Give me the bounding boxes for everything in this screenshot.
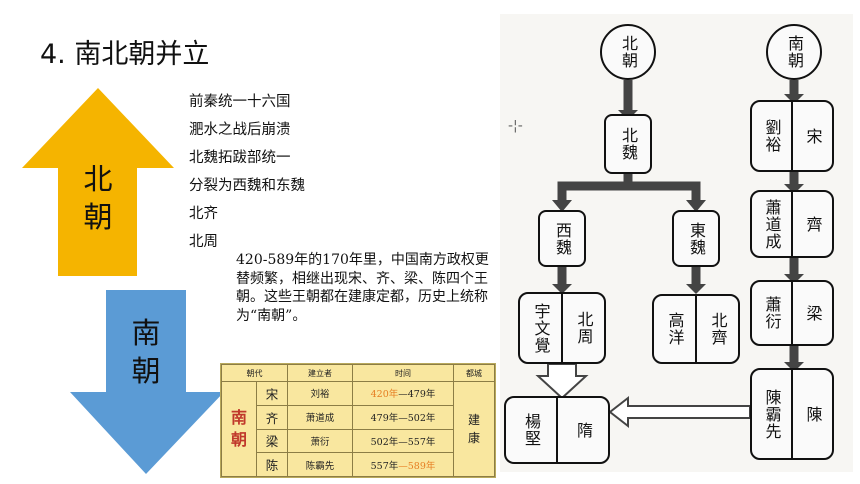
north-event: 北魏拓跋部统一 — [189, 150, 291, 166]
north-events-list: 前秦统一十六国 淝水之战后崩溃 北魏拓跋部统一 分裂为西魏和东魏 北齐 北周 — [189, 88, 305, 256]
dynasty-label: 宋 — [803, 127, 823, 145]
beiwei-label: 北魏 — [619, 127, 638, 161]
table-row: 梁 萧衍 502年—557年 — [222, 428, 495, 454]
beizhou-label: 北周 — [574, 311, 594, 345]
qi-node: 蕭道成 齊 — [750, 190, 834, 258]
dynasty-cell: 宋 — [256, 381, 288, 406]
group-label-cell: 南 朝 — [221, 381, 257, 477]
header-founder: 建立者 — [287, 364, 353, 382]
founder-cell: 陈霸先 — [287, 452, 353, 477]
time-end: —479年 — [398, 389, 436, 401]
founder-cell: 萧衍 — [287, 428, 353, 454]
table-header-row: 朝代 建立者 时间 都城 — [221, 364, 495, 382]
dynasty-label: 齊 — [803, 215, 823, 233]
sui-label: 隋 — [574, 421, 593, 439]
beiqi-node: 高洋 北齊 — [652, 294, 740, 364]
south-label-char: 南 — [131, 316, 161, 350]
founder-cell: 刘裕 — [287, 381, 353, 406]
yuwenjue-label: 宇文覺 — [531, 302, 551, 354]
table-row: 南 朝 宋 刘裕 420年—479年 建 康 — [221, 381, 495, 477]
xiwei-node: 西魏 — [538, 210, 586, 267]
founder-label: 劉裕 — [762, 119, 782, 153]
xiwei-label: 西魏 — [553, 221, 572, 256]
group-label-char: 南 — [230, 408, 247, 427]
table-row: 齐 萧道成 479年—502年 — [222, 404, 495, 430]
south-label: 南 朝 — [126, 314, 166, 390]
north-root-label: 北朝 — [619, 35, 638, 69]
header-time: 时间 — [352, 364, 454, 382]
capital-char: 建 — [467, 413, 480, 427]
header-dynasty: 朝代 — [221, 364, 288, 382]
founder-cell: 萧道成 — [287, 404, 353, 430]
diagram-arrows: -¦- — [508, 80, 804, 429]
dynasty-cell: 梁 — [256, 428, 288, 454]
group-label-char: 朝 — [230, 430, 247, 449]
north-event: 前秦统一十六国 — [189, 94, 291, 110]
founder-label: 陳霸先 — [762, 388, 782, 440]
beiqi-label: 北齊 — [708, 312, 728, 346]
header-capital: 都城 — [453, 364, 495, 382]
time-start: 420年 — [370, 389, 399, 401]
svg-text:-¦-: -¦- — [508, 118, 523, 134]
time-cell: 502年—557年 — [352, 428, 454, 454]
south-description: 420-589年的170年里，中国南方政权更替频繁，相继出现宋、齐、梁、陈四个王… — [236, 252, 489, 324]
time-end: —502年 — [398, 413, 436, 425]
north-label: 北 朝 — [78, 160, 118, 236]
dongwei-node: 東魏 — [672, 210, 720, 267]
time-start: 557年 — [370, 460, 399, 472]
liang-node: 蕭衍 梁 — [750, 280, 834, 346]
north-label-char: 朝 — [83, 200, 113, 234]
north-up-arrow — [22, 88, 174, 276]
time-start: 502年 — [370, 436, 399, 448]
north-event: 分裂为西魏和东魏 — [189, 178, 305, 194]
south-label-char: 朝 — [131, 354, 161, 388]
founder-label: 蕭衍 — [762, 296, 782, 330]
north-label-char: 北 — [83, 162, 113, 196]
dongwei-label: 東魏 — [687, 221, 706, 256]
time-end: —589年 — [398, 460, 436, 472]
dynasty-cell: 陈 — [256, 452, 288, 477]
beizhou-node: 宇文覺 北周 — [518, 292, 606, 364]
time-start: 479年 — [370, 413, 399, 425]
time-cell: 420年—479年 — [352, 381, 454, 406]
north-event: 北周 — [189, 234, 218, 250]
south-down-arrow — [70, 290, 224, 474]
yangjian-label: 楊堅 — [522, 413, 541, 447]
time-cell: 557年—589年 — [352, 452, 454, 477]
founder-label: 蕭道成 — [762, 198, 782, 250]
table-row: 陈 陈霸先 557年—589年 — [222, 452, 495, 477]
north-event: 北齐 — [189, 206, 218, 222]
gaoyang-label: 高洋 — [665, 312, 685, 346]
chen-node: 陳霸先 陳 — [750, 368, 834, 460]
north-root-node: 北朝 — [600, 24, 656, 80]
dynasty-cell: 齐 — [256, 404, 288, 430]
north-event: 淝水之战后崩溃 — [189, 122, 291, 138]
time-cell: 479年—502年 — [352, 404, 454, 430]
page-title: 4. 南北朝并立 — [40, 39, 210, 70]
capital-char: 康 — [467, 431, 480, 445]
dynasty-label: 梁 — [803, 304, 823, 322]
south-root-label: 南朝 — [785, 35, 804, 69]
dynasty-label: 陳 — [803, 405, 823, 423]
dynasty-succession-diagram: -¦- 北朝 南朝 北魏 西魏 東魏 宇文覺 北周 高洋 北齊 楊堅 隋 劉裕 … — [500, 14, 853, 472]
capital-cell: 建 康 — [453, 381, 495, 477]
beiwei-node: 北魏 — [604, 114, 652, 174]
south-root-node: 南朝 — [766, 24, 822, 80]
sui-node: 楊堅 隋 — [504, 396, 610, 464]
song-node: 劉裕 宋 — [750, 100, 834, 172]
southern-dynasties-table: 朝代 建立者 时间 都城 南 朝 宋 刘裕 420年—479年 建 康 齐 萧道… — [220, 363, 496, 478]
time-end: —557年 — [398, 436, 436, 448]
